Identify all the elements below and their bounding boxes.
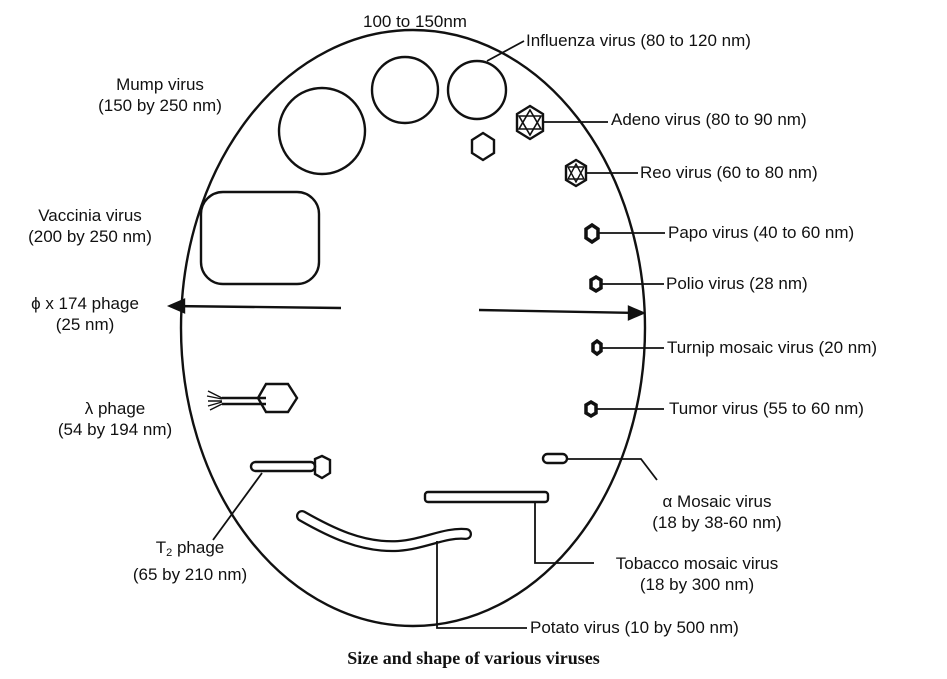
turnip-virus-shape <box>593 341 601 354</box>
influenza-virus-shape <box>448 61 506 119</box>
label-tobacco-size: (18 by 300 nm) <box>587 574 807 595</box>
label-phix: ϕ x 174 phage (25 nm) <box>0 293 170 335</box>
virus-100-150-shape <box>372 57 438 123</box>
label-alpha-size: (18 by 38-60 nm) <box>612 512 822 533</box>
figure-caption: Size and shape of various viruses <box>0 648 947 669</box>
label-t2-name: T2 phage <box>100 537 280 564</box>
alpha-mosaic-virus-shape <box>543 454 567 463</box>
papo-virus-shape <box>586 225 598 242</box>
mump-virus-shape <box>279 88 365 174</box>
adeno-virus-shape <box>517 106 543 139</box>
label-vaccinia-name: Vaccinia virus <box>0 205 180 226</box>
leader-potato <box>437 541 527 628</box>
t2-phage-shape <box>251 456 330 478</box>
label-phix-name: ϕ x 174 phage <box>0 293 170 314</box>
label-t2-size: (65 by 210 nm) <box>100 564 280 585</box>
polio-virus-shape <box>591 277 601 291</box>
leader-alpha <box>567 459 657 480</box>
leader-influenza <box>487 41 524 61</box>
label-turnip: Turnip mosaic virus (20 nm) <box>667 337 877 358</box>
label-adeno: Adeno virus (80 to 90 nm) <box>611 109 807 130</box>
potato-virus-shape <box>302 516 466 546</box>
label-vaccinia-size: (200 by 250 nm) <box>0 226 180 247</box>
label-alpha-name: α Mosaic virus <box>612 491 822 512</box>
tobacco-mosaic-virus-shape <box>425 492 548 502</box>
label-polio: Polio virus (28 nm) <box>666 273 808 294</box>
label-tobacco-name: Tobacco mosaic virus <box>587 553 807 574</box>
label-t2-prefix: T <box>156 538 166 557</box>
label-papo: Papo virus (40 to 60 nm) <box>668 222 854 243</box>
label-vaccinia: Vaccinia virus (200 by 250 nm) <box>0 205 180 247</box>
right-scale-arrow <box>479 307 643 319</box>
hexagon-virus-shape <box>472 133 494 160</box>
vaccinia-virus-shape <box>201 192 319 284</box>
label-t2: T2 phage (65 by 210 nm) <box>100 537 280 585</box>
label-influenza: Influenza virus (80 to 120 nm) <box>526 30 751 51</box>
label-t2-suffix: phage <box>172 538 224 557</box>
label-lambda-name: λ phage <box>30 398 200 419</box>
label-mump-name: Mump virus <box>70 74 250 95</box>
label-alpha-mosaic: α Mosaic virus (18 by 38-60 nm) <box>612 491 822 533</box>
lambda-phage-shape <box>207 384 297 412</box>
label-lambda-size: (54 by 194 nm) <box>30 419 200 440</box>
label-potato: Potato virus (10 by 500 nm) <box>530 617 739 638</box>
label-tobacco: Tobacco mosaic virus (18 by 300 nm) <box>587 553 807 595</box>
leader-t2 <box>213 473 262 540</box>
left-scale-arrow <box>170 300 341 312</box>
label-mump: Mump virus (150 by 250 nm) <box>70 74 250 116</box>
label-tumor: Tumor virus (55 to 60 nm) <box>669 398 864 419</box>
label-lambda: λ phage (54 by 194 nm) <box>30 398 200 440</box>
label-reo: Reo virus (60 to 80 nm) <box>640 162 818 183</box>
label-phix-size: (25 nm) <box>0 314 170 335</box>
label-mump-size: (150 by 250 nm) <box>70 95 250 116</box>
label-100-150nm: 100 to 150nm <box>363 11 467 32</box>
tumor-virus-shape <box>586 402 596 416</box>
reo-virus-shape <box>566 160 586 186</box>
